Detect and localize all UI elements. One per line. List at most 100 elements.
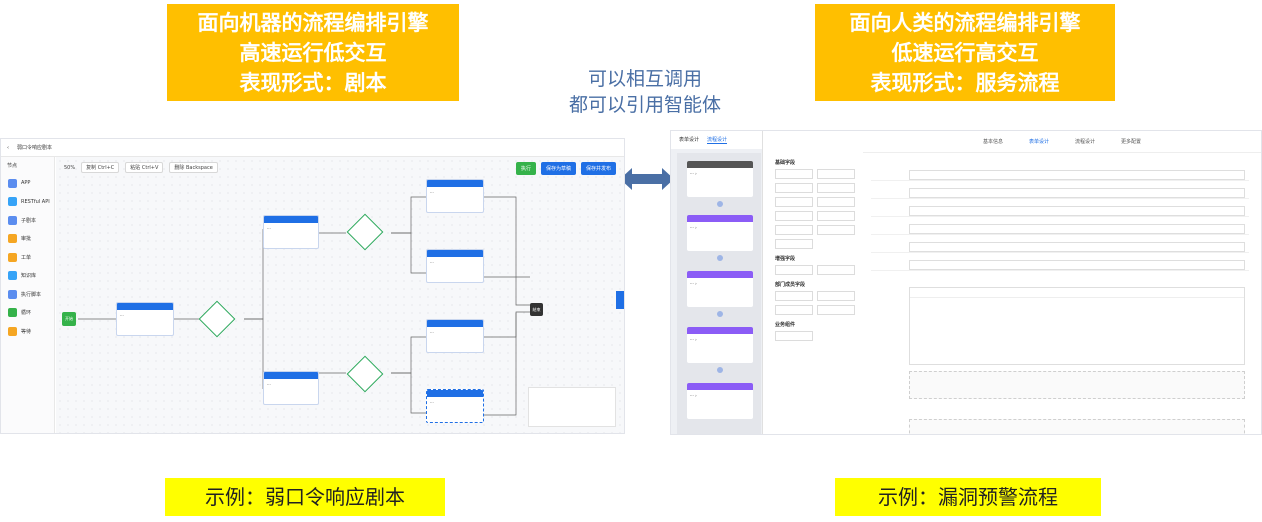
- tab-flow-design[interactable]: 流程设计: [707, 137, 728, 144]
- field-chip[interactable]: [775, 169, 813, 179]
- form-input[interactable]: [909, 260, 1245, 270]
- run-button[interactable]: 执行: [515, 162, 536, 175]
- rich-text-editor[interactable]: [909, 287, 1245, 365]
- field-group-member: 部门成员字段: [775, 282, 806, 288]
- back-icon[interactable]: ‹: [7, 144, 9, 151]
- field-chip[interactable]: [775, 197, 813, 207]
- node-item[interactable]: APP: [1, 174, 54, 193]
- form-input[interactable]: [909, 170, 1245, 180]
- file-upload-area[interactable]: [909, 419, 1245, 434]
- flow-node[interactable]: ···: [116, 302, 174, 336]
- field-chip[interactable]: [775, 265, 813, 275]
- design-tabs: 表单设计 流程设计: [671, 131, 762, 149]
- node-item[interactable]: 审批: [1, 230, 54, 249]
- paste-button[interactable]: 粘贴 Ctrl+V: [125, 162, 164, 173]
- flow-node[interactable]: ···: [426, 249, 484, 283]
- field-chip[interactable]: [817, 183, 855, 193]
- flow-node[interactable]: ···: [263, 215, 319, 249]
- add-step-icon[interactable]: [717, 255, 723, 261]
- human-engine-form: 表现形式：服务流程: [870, 71, 1060, 95]
- field-chip[interactable]: [817, 169, 855, 179]
- wizard-steps: 基本信息 表单设计 流程设计 更多配置: [863, 131, 1261, 153]
- playbook-editor-header: ‹ 弱口令响应剧本: [1, 139, 624, 157]
- form-input[interactable]: [909, 206, 1245, 216]
- flow-node[interactable]: ···: [263, 371, 319, 405]
- node-item[interactable]: RESTful API: [1, 193, 54, 212]
- flow-node[interactable]: ···: [426, 319, 484, 353]
- end-node[interactable]: 结束: [530, 303, 543, 316]
- service-flow-example-label: 示例：漏洞预警流程: [835, 478, 1101, 516]
- flow-canvas[interactable]: 50% 复制 Ctrl+C 粘贴 Ctrl+V 删除 Backspace 执行 …: [56, 157, 624, 433]
- double-arrow-icon: [620, 168, 674, 190]
- interop-note-line2: 都可以引用智能体: [568, 94, 721, 116]
- editor-toolbar[interactable]: [910, 288, 1244, 298]
- form-row: [871, 241, 1249, 253]
- field-chip[interactable]: [817, 291, 855, 301]
- step-basic-info[interactable]: 基本信息: [982, 139, 1003, 145]
- human-engine-banner: 面向人类的流程编排引擎 低速运行高交互 表现形式：服务流程: [815, 4, 1115, 101]
- node-item[interactable]: 循环: [1, 304, 54, 323]
- field-chip[interactable]: [775, 291, 813, 301]
- field-chip[interactable]: [817, 197, 855, 207]
- field-group-basic: 基础字段: [775, 160, 796, 166]
- form-row: [871, 187, 1249, 199]
- field-palette: 基础字段 增强字段 部门成员字段 业务组件: [769, 153, 861, 434]
- form-input[interactable]: [909, 188, 1245, 198]
- field-chip[interactable]: [775, 183, 813, 193]
- flow-step-column: ··· › ··· › ··· › ··· › ··· ›: [677, 153, 761, 434]
- machine-engine-title: 面向机器的流程编排引擎: [197, 11, 429, 35]
- node-palette: 节点 APP RESTful API 子剧本 审批 工单 知识库 执行脚本 循环…: [1, 157, 55, 433]
- field-chip[interactable]: [775, 225, 813, 235]
- flow-node-selected[interactable]: ···: [426, 389, 484, 423]
- node-item[interactable]: 执行脚本: [1, 285, 54, 304]
- flow-node[interactable]: ···: [426, 179, 484, 213]
- step-more-config[interactable]: 更多配置: [1121, 139, 1142, 145]
- playbook-example-label: 示例：弱口令响应剧本: [165, 478, 445, 516]
- field-chip[interactable]: [775, 305, 813, 315]
- minimap[interactable]: [528, 387, 616, 427]
- add-step-icon[interactable]: [717, 201, 723, 207]
- field-chip[interactable]: [775, 331, 813, 341]
- field-chip[interactable]: [817, 225, 855, 235]
- node-item[interactable]: 知识库: [1, 267, 54, 286]
- field-chip[interactable]: [775, 211, 813, 221]
- node-item[interactable]: 等待: [1, 322, 54, 341]
- interop-note-line1: 可以相互调用: [587, 68, 702, 90]
- expand-panel-handle[interactable]: [616, 291, 624, 309]
- add-step-icon[interactable]: [717, 367, 723, 373]
- human-engine-subtitle: 低速运行高交互: [891, 41, 1039, 65]
- flow-edges: [78, 196, 530, 416]
- form-input[interactable]: [909, 242, 1245, 252]
- step-form-design[interactable]: 表单设计: [1028, 139, 1049, 145]
- node-item[interactable]: 子剧本: [1, 211, 54, 230]
- copy-button[interactable]: 复制 Ctrl+C: [81, 162, 120, 173]
- field-chip[interactable]: [817, 211, 855, 221]
- form-input[interactable]: [909, 224, 1245, 234]
- delete-button[interactable]: 删除 Backspace: [169, 162, 218, 173]
- add-step-icon[interactable]: [717, 311, 723, 317]
- flow-step[interactable]: ··· ›: [687, 271, 753, 307]
- node-item[interactable]: 工单: [1, 248, 54, 267]
- playbook-editor-screenshot: ‹ 弱口令响应剧本 节点 APP RESTful API 子剧本 审批 工单 知…: [0, 138, 625, 434]
- canvas-toolbar: 50% 复制 Ctrl+C 粘贴 Ctrl+V 删除 Backspace: [64, 162, 218, 173]
- flow-step[interactable]: ··· ›: [687, 327, 753, 363]
- file-upload-area[interactable]: [909, 371, 1245, 399]
- start-node[interactable]: 开始: [62, 312, 76, 326]
- machine-engine-banner: 面向机器的流程编排引擎 高速运行低交互 表现形式：剧本: [167, 4, 459, 101]
- flow-step[interactable]: ··· ›: [687, 161, 753, 197]
- form-row: [871, 259, 1249, 271]
- zoom-level[interactable]: 50%: [64, 164, 76, 171]
- form-row: [871, 205, 1249, 217]
- field-chip[interactable]: [817, 305, 855, 315]
- form-canvas: [871, 165, 1249, 434]
- save-draft-button[interactable]: 保存为草稿: [540, 162, 576, 175]
- field-chip[interactable]: [817, 265, 855, 275]
- flow-step[interactable]: ··· ›: [687, 215, 753, 251]
- interop-note: 可以相互调用 都可以引用智能体: [545, 66, 745, 118]
- save-publish-button[interactable]: 保存并发布: [580, 162, 616, 175]
- field-chip[interactable]: [775, 239, 813, 249]
- tab-form-design[interactable]: 表单设计: [679, 137, 700, 143]
- flow-step[interactable]: ··· ›: [687, 383, 753, 419]
- step-flow-design[interactable]: 流程设计: [1075, 139, 1096, 145]
